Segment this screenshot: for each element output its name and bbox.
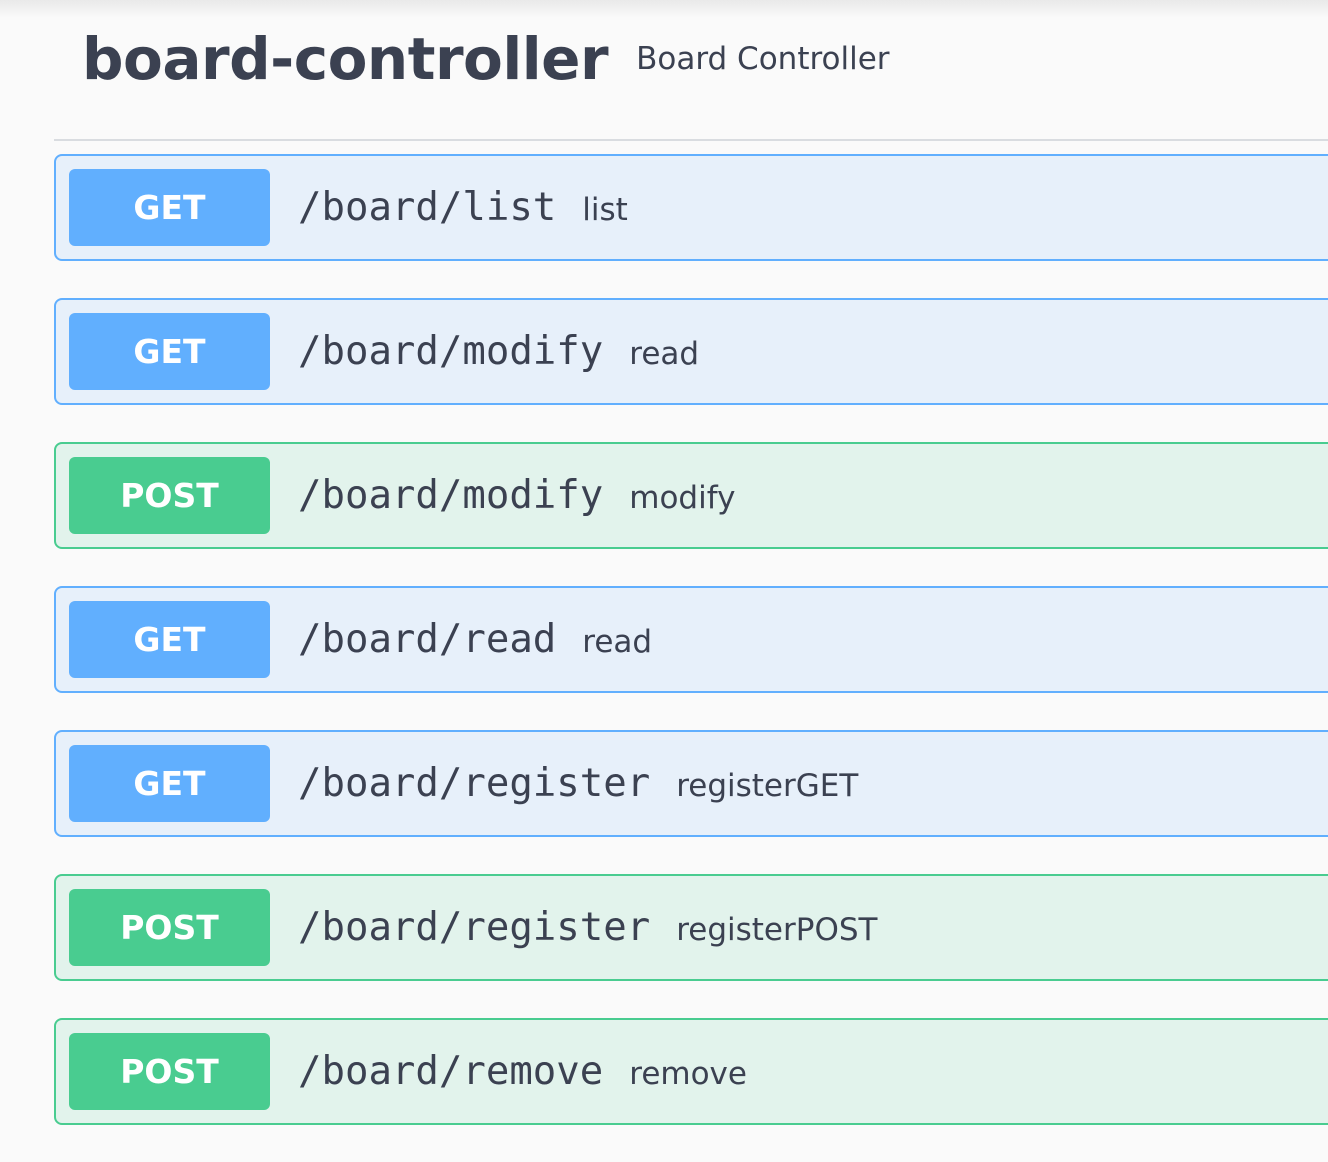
operation-path: /board/read: [298, 617, 557, 662]
operation-path: /board/list: [298, 185, 557, 230]
operation-path: /board/modify: [298, 473, 604, 518]
tag-header[interactable]: board-controller Board Controller: [82, 24, 890, 94]
method-badge: POST: [69, 1033, 270, 1110]
operation-summary: modify: [629, 479, 736, 516]
opblock-post-board-modify[interactable]: POST /board/modify modify: [54, 442, 1328, 549]
top-shadow: [0, 0, 1328, 18]
method-badge: POST: [69, 889, 270, 966]
method-badge: GET: [69, 745, 270, 822]
opblock-get-board-register[interactable]: GET /board/register registerGET: [54, 730, 1328, 837]
operation-summary: registerGET: [676, 767, 859, 804]
operation-summary: read: [629, 335, 700, 372]
operation-summary: registerPOST: [676, 911, 878, 948]
opblock-get-board-modify[interactable]: GET /board/modify read: [54, 298, 1328, 405]
operation-summary: remove: [629, 1055, 747, 1092]
method-badge: GET: [69, 601, 270, 678]
operation-summary: list: [582, 191, 628, 228]
operation-path: /board/register: [298, 905, 651, 950]
operations-list: GET /board/list list GET /board/modify r…: [54, 154, 1328, 1162]
method-badge: POST: [69, 457, 270, 534]
opblock-post-board-register[interactable]: POST /board/register registerPOST: [54, 874, 1328, 981]
operation-path: /board/register: [298, 761, 651, 806]
method-badge: GET: [69, 313, 270, 390]
tag-title: board-controller: [82, 25, 609, 93]
opblock-get-board-read[interactable]: GET /board/read read: [54, 586, 1328, 693]
operation-summary: read: [582, 623, 653, 660]
method-badge: GET: [69, 169, 270, 246]
opblock-get-board-list[interactable]: GET /board/list list: [54, 154, 1328, 261]
operation-path: /board/remove: [298, 1049, 604, 1094]
tag-description: Board Controller: [636, 41, 890, 77]
operation-path: /board/modify: [298, 329, 604, 374]
tag-divider: [54, 139, 1328, 141]
opblock-post-board-remove[interactable]: POST /board/remove remove: [54, 1018, 1328, 1125]
